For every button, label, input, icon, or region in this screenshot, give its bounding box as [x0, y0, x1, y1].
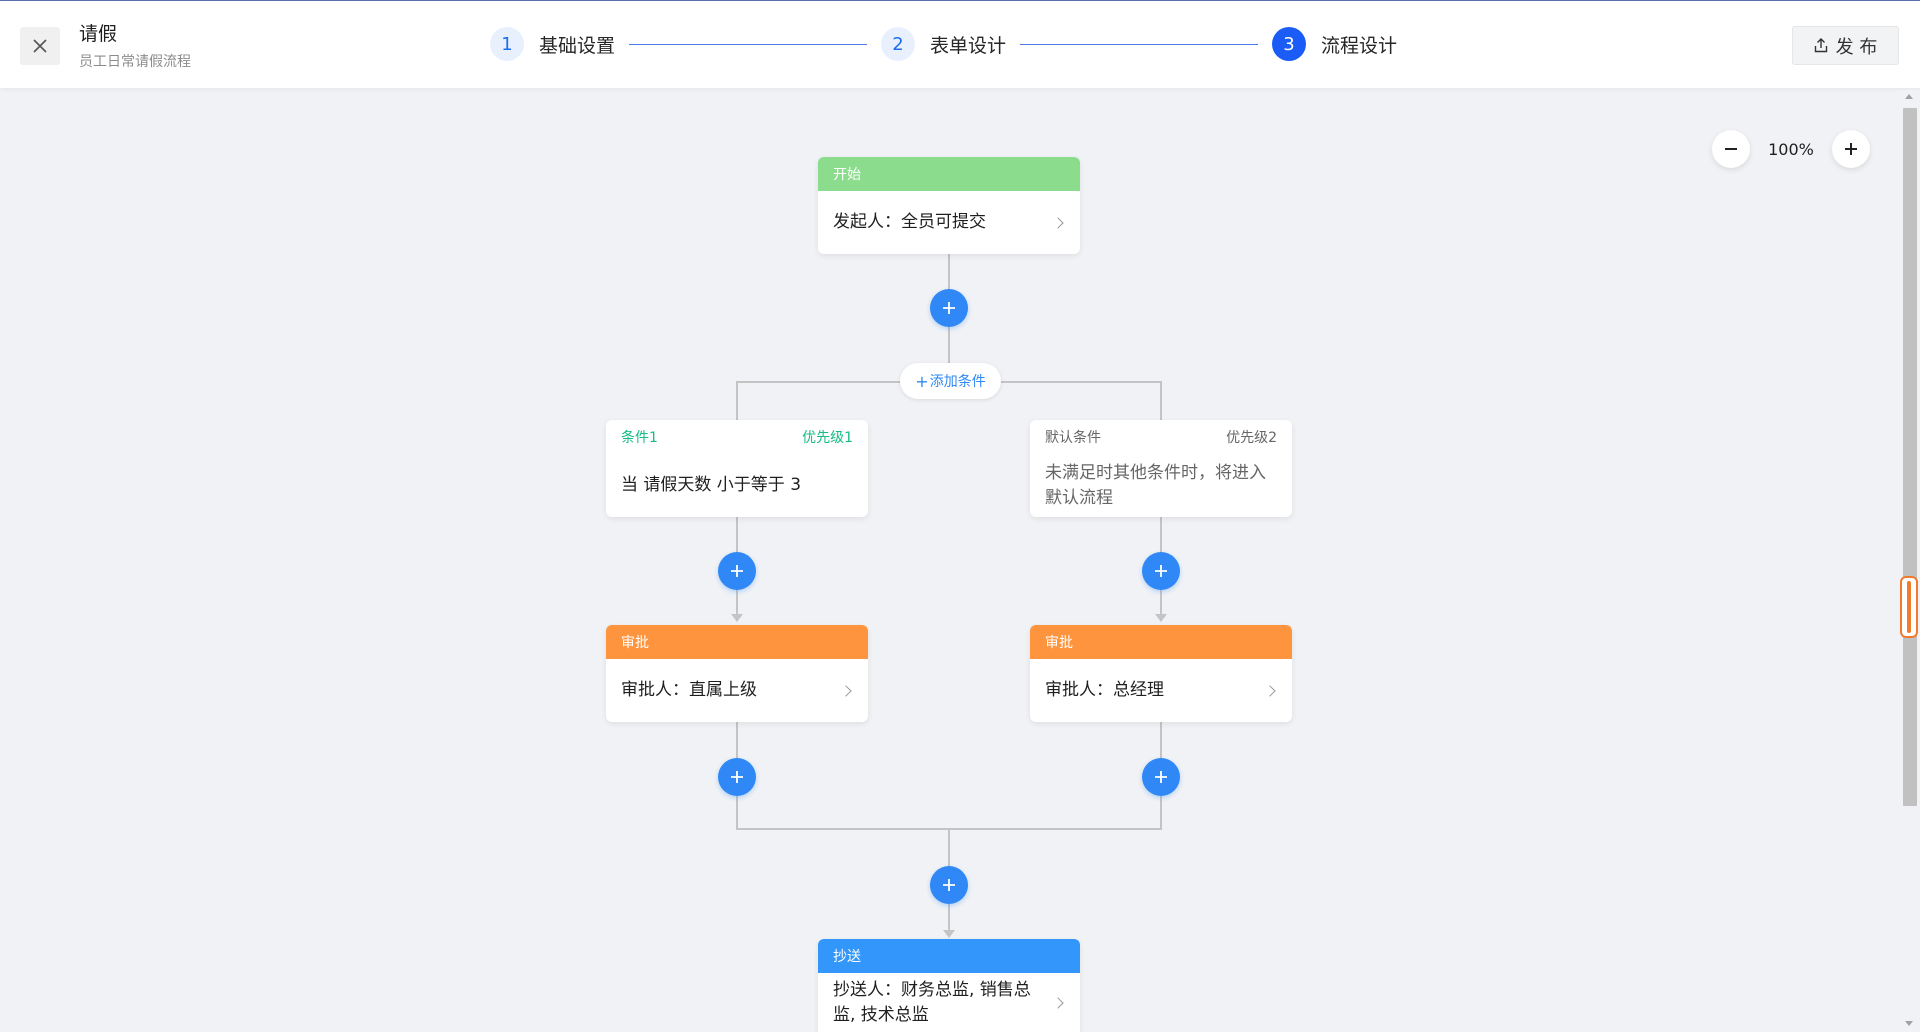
condition-header: 默认条件 优先级2 — [1030, 420, 1292, 454]
condition-content: 当 请假天数 小于等于 3 — [621, 475, 802, 495]
cc-header: 抄送 — [818, 939, 1080, 973]
start-node-header: 开始 — [818, 157, 1080, 191]
add-node-button[interactable] — [1142, 758, 1180, 796]
zoom-controls: 100% — [1712, 130, 1870, 168]
scroll-down-arrow-icon[interactable] — [1905, 1021, 1913, 1026]
zoom-out-button[interactable] — [1712, 130, 1750, 168]
vertical-scrollbar[interactable] — [1898, 90, 1920, 1032]
step-label: 流程设计 — [1321, 34, 1398, 57]
condition-name: 默认条件 — [1045, 430, 1101, 446]
close-icon — [33, 39, 47, 53]
step-process-design[interactable]: 3 流程设计 — [1272, 27, 1397, 61]
step-label: 表单设计 — [930, 34, 1007, 57]
start-node-body: 发起人：全员可提交 — [818, 191, 1080, 254]
add-condition-button[interactable]: + 添加条件 — [900, 363, 1001, 399]
plus-icon — [731, 771, 743, 783]
cc-recipients: 抄送人：财务总监, 销售总监, 技术总监 — [833, 980, 1031, 1025]
step-connector — [1020, 43, 1259, 45]
share-icon — [1814, 38, 1827, 53]
plus-icon — [1155, 565, 1167, 577]
condition-node-default[interactable]: 默认条件 优先级2 未满足时其他条件时，将进入默认流程 — [1030, 420, 1292, 517]
plus-icon — [943, 879, 955, 891]
approval-header: 审批 — [1030, 625, 1292, 659]
add-node-button[interactable] — [930, 289, 968, 327]
approval-body: 审批人：总经理 — [1030, 659, 1292, 722]
step-number: 1 — [490, 27, 524, 61]
scrollbar-thumb[interactable] — [1903, 108, 1917, 806]
plus-icon — [943, 302, 955, 314]
scroll-position-marker — [1900, 576, 1918, 638]
condition-header: 条件1 优先级1 — [606, 420, 868, 454]
page-subtitle: 员工日常请假流程 — [79, 54, 191, 70]
add-node-button[interactable] — [718, 758, 756, 796]
condition-content: 未满足时其他条件时，将进入默认流程 — [1045, 462, 1266, 508]
approval-node-1[interactable]: 审批 审批人：直属上级 — [606, 625, 868, 722]
stepper: 1 基础设置 2 表单设计 3 流程设计 — [490, 27, 1397, 61]
initiator-text: 发起人：全员可提交 — [833, 212, 986, 232]
condition-priority: 优先级1 — [802, 430, 853, 446]
add-condition-label: 添加条件 — [929, 374, 986, 390]
cc-body: 抄送人：财务总监, 销售总监, 技术总监 — [818, 973, 1080, 1032]
publish-label: 发 布 — [1835, 36, 1878, 58]
add-node-button[interactable] — [1142, 552, 1180, 590]
close-button[interactable] — [20, 27, 60, 65]
plus-icon — [1845, 143, 1857, 155]
approval-node-2[interactable]: 审批 审批人：总经理 — [1030, 625, 1292, 722]
condition-body: 未满足时其他条件时，将进入默认流程 — [1030, 454, 1292, 517]
chevron-right-icon — [1264, 684, 1276, 697]
top-header: 请假 员工日常请假流程 1 基础设置 2 表单设计 3 流程设计 发 布 — [0, 0, 1920, 88]
chevron-right-icon — [1052, 216, 1064, 229]
step-basic-settings[interactable]: 1 基础设置 — [490, 27, 615, 61]
chevron-right-icon — [840, 684, 852, 697]
condition-name: 条件1 — [621, 430, 658, 446]
plus-icon — [731, 565, 743, 577]
add-node-button[interactable] — [718, 552, 756, 590]
step-label: 基础设置 — [539, 34, 616, 57]
arrow-down — [731, 614, 743, 622]
page-title: 请假 — [79, 23, 118, 45]
step-connector — [629, 43, 868, 45]
plus-icon: + — [915, 371, 929, 391]
step-form-design[interactable]: 2 表单设计 — [881, 27, 1006, 61]
approval-body: 审批人：直属上级 — [606, 659, 868, 722]
step-number: 3 — [1272, 27, 1307, 61]
cc-node[interactable]: 抄送 抄送人：财务总监, 销售总监, 技术总监 — [818, 939, 1080, 1032]
start-node[interactable]: 开始 发起人：全员可提交 — [818, 157, 1080, 254]
step-number: 2 — [881, 27, 916, 61]
chevron-right-icon — [1052, 997, 1064, 1009]
approver-text: 审批人：直属上级 — [621, 680, 757, 700]
approver-text: 审批人：总经理 — [1045, 680, 1164, 700]
arrow-down — [1155, 614, 1167, 622]
approval-header: 审批 — [606, 625, 868, 659]
publish-button[interactable]: 发 布 — [1792, 26, 1899, 65]
zoom-level: 100% — [1768, 139, 1814, 159]
condition-node-1[interactable]: 条件1 优先级1 当 请假天数 小于等于 3 — [606, 420, 868, 517]
plus-icon — [1155, 771, 1167, 783]
condition-priority: 优先级2 — [1226, 430, 1277, 446]
minus-icon — [1725, 148, 1737, 150]
arrow-down — [943, 930, 955, 938]
scroll-up-arrow-icon[interactable] — [1905, 94, 1913, 99]
add-node-button[interactable] — [930, 866, 968, 904]
title-block: 请假 员工日常请假流程 — [79, 21, 191, 71]
zoom-in-button[interactable] — [1832, 130, 1870, 168]
condition-body: 当 请假天数 小于等于 3 — [606, 454, 868, 517]
